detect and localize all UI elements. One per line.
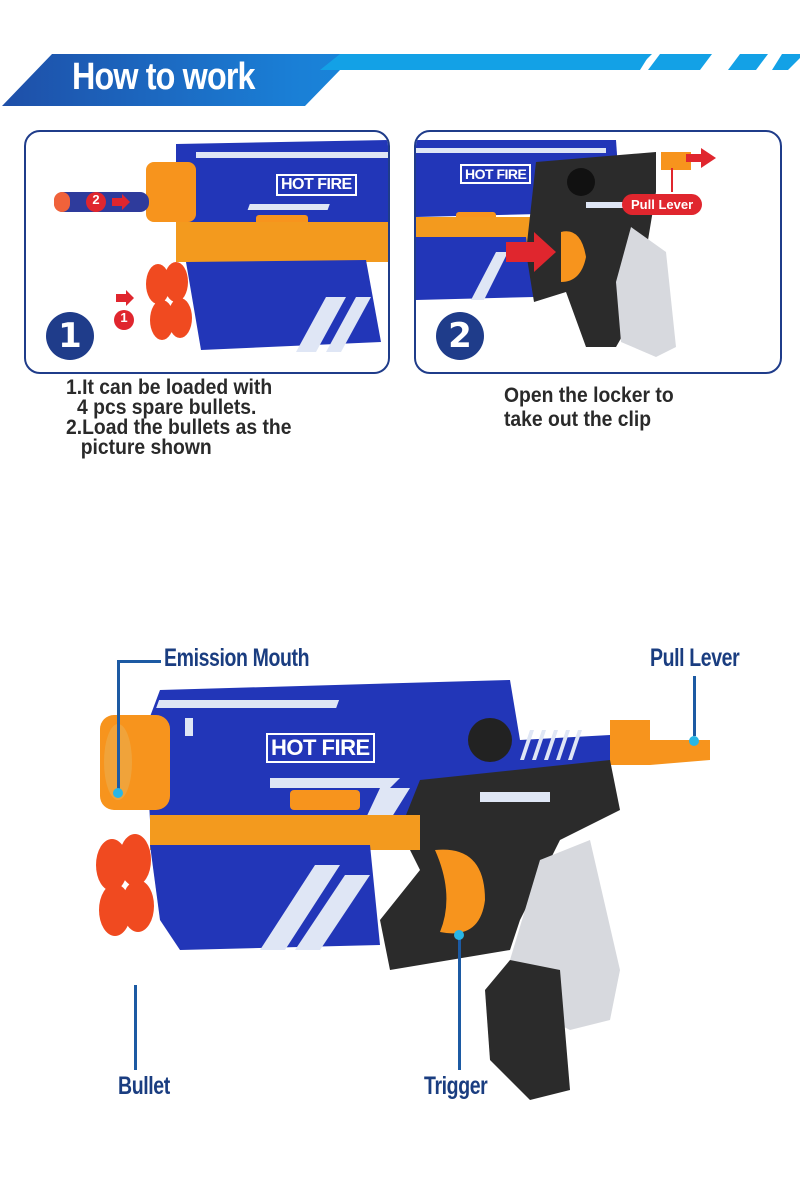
desc-line: Open the locker to — [504, 384, 674, 407]
marker-1: 1 — [120, 310, 128, 325]
leader-line — [693, 676, 696, 736]
step-1-blaster-illustration — [54, 140, 388, 352]
step-2-description: Open the locker to take out the clip — [504, 384, 674, 432]
desc-line: take out the clip — [504, 408, 652, 431]
label-bullet: Bullet — [118, 1072, 170, 1100]
label-trigger: Trigger — [424, 1072, 488, 1100]
leader-line — [134, 985, 137, 1070]
desc-line: picture shown — [80, 436, 212, 459]
trigger-marker — [454, 930, 464, 940]
leader-line — [117, 660, 120, 790]
step-1-description: 1.It can be loaded with 4 pcs spare bull… — [66, 376, 292, 459]
label-pull-lever: Pull Lever — [650, 644, 740, 672]
page-title: How to work — [72, 56, 256, 98]
hot-fire-label: HOT FIRE — [266, 733, 375, 763]
step-1-panel: HOT FIRE 2 1 1 — [24, 130, 390, 374]
desc-line: 1.It can be loaded with — [66, 376, 273, 399]
pull-lever-callout: Pull Lever — [622, 194, 703, 215]
header-banner — [2, 54, 800, 106]
leader-line — [117, 660, 161, 663]
step-2-panel: HOT FIRE Pull Lever 2 — [414, 130, 782, 374]
hot-fire-label: HOT FIRE — [460, 164, 532, 184]
desc-line: 4 pcs spare bullets. — [77, 396, 257, 419]
hot-fire-label: HOT FIRE — [276, 174, 357, 196]
desc-line: 2.Load the bullets as the — [66, 416, 292, 439]
leader-line — [458, 935, 461, 1070]
step-number-2: 2 — [436, 312, 484, 360]
blaster-parts-diagram — [96, 680, 710, 1100]
pull-lever-marker — [689, 736, 699, 746]
marker-2: 2 — [92, 192, 100, 207]
emission-mouth-marker — [113, 788, 123, 798]
step-number-1: 1 — [46, 312, 94, 360]
label-emission-mouth: Emission Mouth — [164, 644, 310, 672]
